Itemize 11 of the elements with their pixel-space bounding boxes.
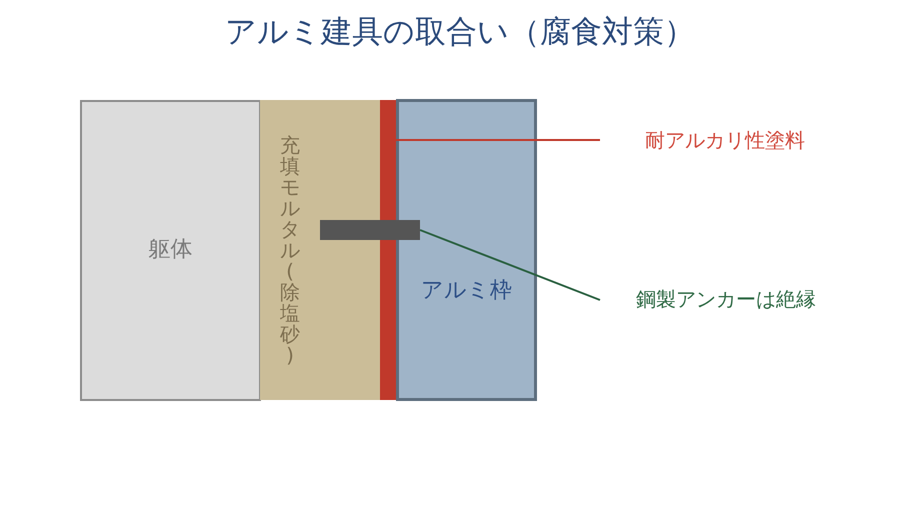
callout-label: 耐アルカリ性塗料 (645, 126, 805, 154)
leader-line (396, 139, 600, 141)
anchor-bar (320, 220, 420, 240)
mortar-band (260, 100, 381, 400)
title: アルミ建具の取合い（腐食対策） (225, 13, 695, 52)
vertical-label: 充填モルタル(除塩砂) (279, 134, 301, 366)
leader-line (420, 229, 600, 301)
paint-strip (380, 100, 396, 400)
wall-box: 躯体 (80, 100, 261, 401)
callout-label: 鋼製アンカーは絶縁 (636, 285, 816, 313)
frame-box: アルミ枠 (396, 99, 537, 401)
